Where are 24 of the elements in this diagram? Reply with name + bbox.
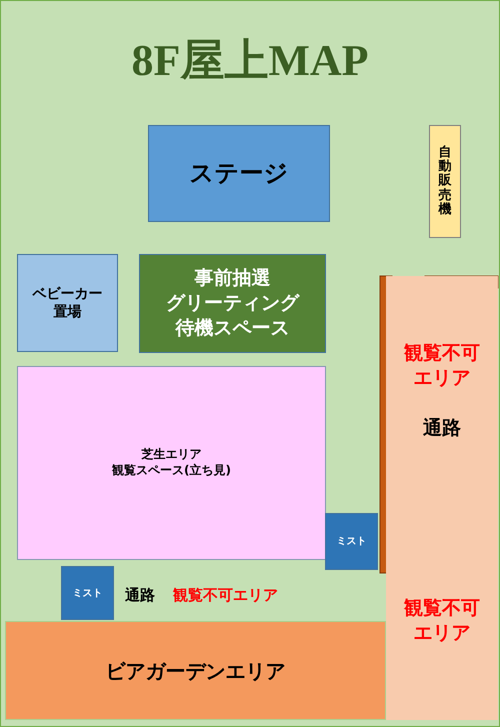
- area-label: 観覧スペース(立ち見): [112, 463, 231, 479]
- stroller-parking-area: [17, 254, 118, 352]
- area-label: 事前抽選グリーティング待機スペース: [166, 266, 299, 341]
- area-label: ビアガーデンエリア: [106, 658, 286, 684]
- area-label: 通路: [422, 416, 462, 441]
- no-viewing-label: 観覧不可エリア: [173, 586, 278, 605]
- area-label: ステージ: [190, 158, 288, 189]
- greeting-waiting-area: [139, 254, 326, 353]
- lawn-viewing-area: [17, 366, 326, 560]
- area-label: ミスト: [336, 535, 366, 548]
- vending-machine-area: [429, 125, 461, 238]
- area-label: ミスト: [72, 586, 102, 600]
- area-label: 芝生エリア: [142, 447, 202, 463]
- area-label: 観覧不可エリア: [402, 341, 481, 390]
- map-title: 8F屋上MAP: [130, 39, 370, 83]
- beer-garden-area: [5, 621, 386, 720]
- stage-area: [148, 125, 330, 222]
- no-viewing-passage-area: [386, 276, 498, 720]
- passage-label: 通路: [125, 586, 155, 605]
- mist-area: [61, 566, 114, 620]
- area-label: 自動販売機: [438, 146, 452, 218]
- area-label: 観覧不可エリア: [402, 596, 481, 646]
- area-label: ベビーカー置場: [32, 284, 102, 322]
- mist-area: [325, 513, 378, 570]
